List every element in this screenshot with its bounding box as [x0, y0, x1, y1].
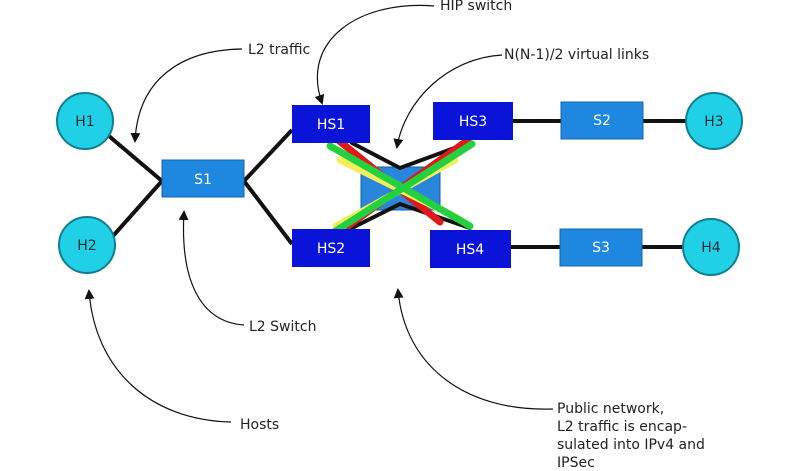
- l2-switch-s3: S3: [559, 228, 643, 267]
- switch-label: S3: [592, 240, 610, 256]
- host-label: H4: [701, 240, 721, 256]
- virtual-link-black: [350, 201, 472, 230]
- public-network-line: Public network,: [557, 401, 664, 417]
- hip-switch-hs3: HS3: [433, 102, 513, 140]
- hip-switch-label: HS2: [317, 241, 345, 257]
- arrow-virtual-links: [393, 54, 503, 149]
- hip-switch-hs2: HS2: [292, 229, 370, 267]
- arrow-public-network: [393, 288, 554, 410]
- arrow-hosts: [84, 289, 232, 423]
- arrow-l2-traffic: [130, 48, 243, 143]
- hip-switch-label: HS1: [317, 117, 345, 133]
- arrow-l2-switch: [178, 210, 245, 326]
- arrow-hip-switch: [314, 4, 435, 105]
- host-label: H3: [704, 114, 723, 130]
- virtual-links: [326, 136, 476, 236]
- l2-switch-s1: S1: [161, 159, 245, 198]
- hip-switch-hs4: HS4: [430, 230, 511, 268]
- switch-label: S1: [194, 172, 212, 188]
- link-h2-s1: [111, 179, 164, 238]
- link-h1-s1: [101, 129, 164, 183]
- switch-label: S2: [593, 113, 611, 129]
- link-s1-hs2: [242, 179, 294, 246]
- public-network-line: L2 traffic is encap-: [557, 419, 687, 435]
- host-h3: H3: [685, 92, 743, 150]
- host-label: H2: [77, 238, 96, 254]
- public-network-line: IPSec: [557, 455, 595, 471]
- link-s1-hs1: [242, 128, 294, 183]
- annotation-arrows: [84, 4, 554, 423]
- hip-switch-label: HS3: [459, 114, 487, 130]
- virtual-link-green: [330, 140, 476, 236]
- l2-switch-s2: S2: [560, 101, 644, 140]
- physical-links: [101, 119, 686, 249]
- virtual-links-annotation: N(N-1)/2 virtual links: [504, 47, 649, 63]
- public-network-line: sulated into IPv4 and: [557, 437, 705, 453]
- l2-traffic-annotation: L2 traffic: [248, 42, 310, 58]
- l2-switch-annotation: L2 Switch: [249, 319, 316, 335]
- hip-switch-hs1: HS1: [292, 105, 370, 143]
- hip-switch-label: HS4: [456, 242, 484, 258]
- public-network-annotation: Public network, L2 traffic is encap- sul…: [557, 401, 709, 471]
- host-h1: H1: [56, 92, 114, 150]
- host-h2: H2: [58, 216, 116, 274]
- hosts-annotation: Hosts: [240, 417, 279, 433]
- host-label: H1: [75, 114, 94, 130]
- host-h4: H4: [682, 218, 740, 276]
- hip-switch-annotation: HIP switch: [440, 0, 512, 14]
- virtual-link-black: [350, 141, 470, 171]
